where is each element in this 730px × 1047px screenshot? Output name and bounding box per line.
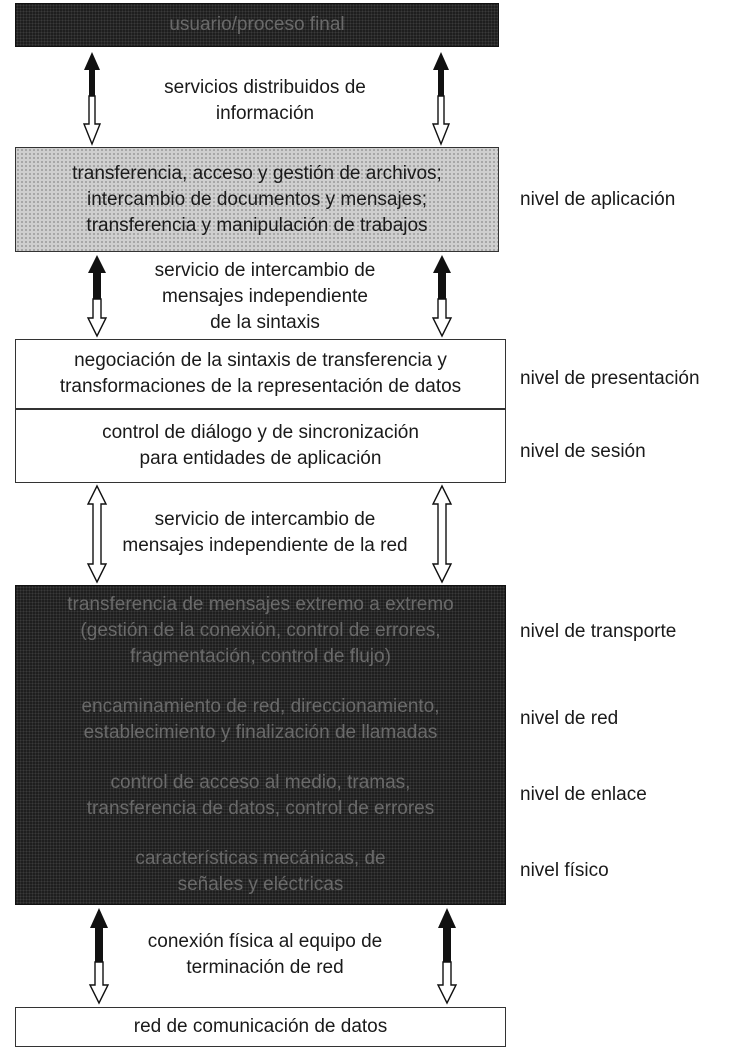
application-layer-box: transferencia, acceso y gestión de archi… [15, 147, 499, 252]
arrow-pair-2-right [431, 255, 453, 338]
session-layer-box: control de diálogo y de sincronización p… [15, 409, 506, 483]
data-network-box: red de comunicación de datos [15, 1007, 506, 1047]
arrow-pair-4-right [436, 908, 458, 1005]
physical-level-label: nivel físico [520, 860, 609, 881]
syntax-independent-service-label: servicio de intercambio de mensajes inde… [154, 260, 376, 333]
physical-connection-service-label: conexión física al equipo de terminación… [147, 931, 383, 978]
end-user-process-box: usuario/proceso final [15, 3, 499, 47]
presentation-layer-box: negociación de la sintaxis de transferen… [15, 339, 506, 409]
session-level-label: nivel de sesión [520, 441, 646, 462]
network-independent-service-label: servicio de intercambio de mensajes inde… [122, 509, 408, 556]
arrow-pair-1-left [82, 52, 102, 146]
end-user-process-text: usuario/proceso final [169, 14, 345, 35]
lower-layers-box: transferencia de mensajes extremo a extr… [15, 585, 506, 905]
arrow-pair-1-right [431, 52, 451, 146]
arrow-pair-3-left [86, 484, 108, 584]
link-level-label: nivel de enlace [520, 784, 647, 805]
distributed-information-services-label: servicios distribuidos de información [164, 77, 366, 124]
arrow-pair-4-left [88, 908, 110, 1005]
arrow-pair-2-left [86, 255, 108, 338]
transport-level-label: nivel de transporte [520, 621, 677, 642]
arrow-pair-3-right [431, 484, 453, 584]
application-level-label: nivel de aplicación [520, 189, 676, 210]
network-level-label: nivel de red [520, 708, 619, 729]
presentation-level-label: nivel de presentación [520, 368, 700, 389]
